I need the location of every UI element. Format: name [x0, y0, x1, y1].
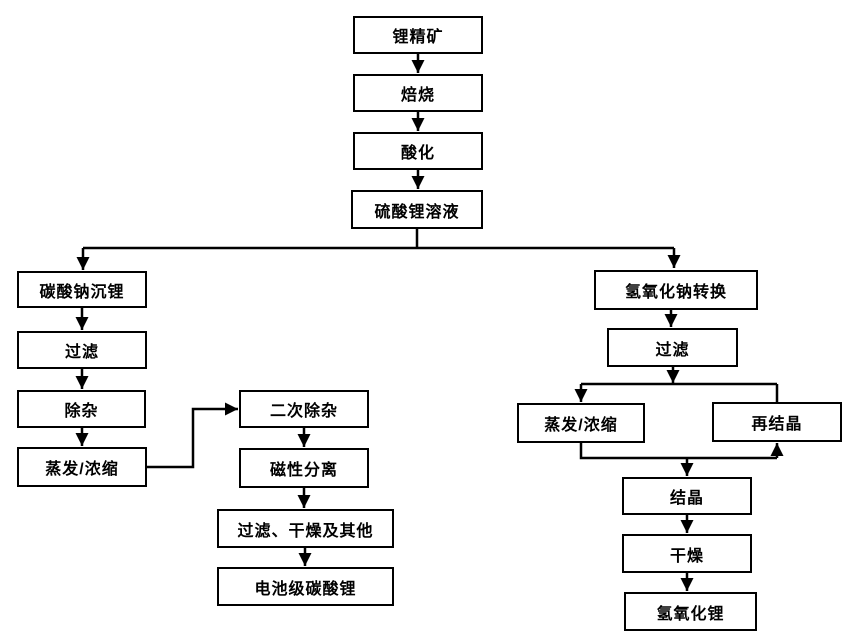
node-battery-grade-lithium-carbonate: 电池级碳酸锂 — [217, 567, 394, 606]
node-drying: 干燥 — [622, 534, 752, 573]
node-roasting: 焙烧 — [353, 74, 483, 112]
node-lithium-hydroxide: 氢氧化锂 — [624, 592, 757, 631]
node-filtration-left: 过滤 — [17, 331, 147, 369]
node-lithium-sulfate-solution: 硫酸锂溶液 — [351, 190, 483, 229]
node-acidification: 酸化 — [353, 132, 483, 170]
node-secondary-impurity-removal: 二次除杂 — [239, 390, 369, 428]
node-recrystallization: 再结晶 — [712, 402, 842, 442]
node-sodium-hydroxide-conversion: 氢氧化钠转换 — [594, 270, 758, 310]
node-evaporation-concentration-left: 蒸发/浓缩 — [17, 447, 147, 487]
node-crystallization: 结晶 — [622, 477, 752, 515]
node-filtration-drying-others: 过滤、干燥及其他 — [217, 509, 394, 548]
node-evaporation-concentration-right: 蒸发/浓缩 — [517, 403, 645, 443]
node-sodium-carbonate-precipitation: 碳酸钠沉锂 — [17, 271, 147, 308]
node-impurity-removal: 除杂 — [17, 390, 146, 428]
node-lithium-concentrate: 锂精矿 — [353, 16, 483, 54]
node-filtration-right: 过滤 — [607, 328, 738, 367]
node-magnetic-separation: 磁性分离 — [239, 448, 369, 488]
